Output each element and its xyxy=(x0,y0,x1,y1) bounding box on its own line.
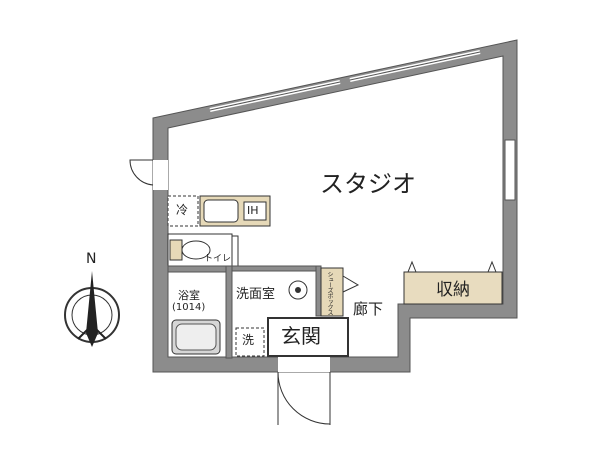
wall-toilet-bath xyxy=(167,265,229,273)
compass-needle-tail xyxy=(77,323,107,340)
compass-north-label: N xyxy=(86,251,97,267)
storage-door-right xyxy=(487,260,497,273)
room-label-toilet: トイレ xyxy=(204,254,232,264)
room-label-corridor: 廊下 xyxy=(353,300,384,318)
window-top-1-line xyxy=(209,81,341,111)
room-label-entrance: 玄関 xyxy=(281,324,321,348)
window-top-2-line xyxy=(349,51,481,81)
outer-wall xyxy=(152,39,518,373)
bathtub-inner xyxy=(175,323,217,351)
shoe-door-swing xyxy=(342,275,360,293)
toilet-door xyxy=(231,235,239,267)
washer-box xyxy=(235,327,265,357)
fixture-label-ih: IH xyxy=(247,204,259,217)
room-label-washroom: 洗面室 xyxy=(236,287,276,302)
wall-bath-wash xyxy=(225,265,233,359)
entrance-door-swing xyxy=(277,371,331,425)
wall-wash-top xyxy=(231,265,317,272)
wall-wash-right xyxy=(315,265,322,317)
room-label-bath: 浴室 xyxy=(178,289,200,302)
left-door-swing xyxy=(129,159,154,186)
room-label-bath-size: (1014) xyxy=(172,302,206,313)
fridge-box xyxy=(167,195,199,227)
window-right xyxy=(504,139,516,201)
sink xyxy=(203,199,239,223)
room-label-storage: 収納 xyxy=(436,280,470,300)
compass-needle xyxy=(86,271,98,347)
entrance-step xyxy=(267,317,349,357)
fixture-label-washer: 洗 xyxy=(242,333,255,347)
left-wall-opening xyxy=(153,160,168,190)
fixture-label-fridge: 冷 xyxy=(176,203,189,217)
storage-closet xyxy=(403,271,503,305)
room-label-studio: スタジオ xyxy=(320,170,416,198)
toilet-bowl xyxy=(181,240,211,260)
toilet-tank xyxy=(169,239,183,261)
room-label-shoe-box: シューズボックス xyxy=(326,271,333,315)
compass xyxy=(64,271,120,347)
entrance-door-opening xyxy=(278,357,330,372)
ih-box xyxy=(243,201,267,221)
storage-door-left xyxy=(407,260,417,273)
basin-drain xyxy=(295,287,301,293)
